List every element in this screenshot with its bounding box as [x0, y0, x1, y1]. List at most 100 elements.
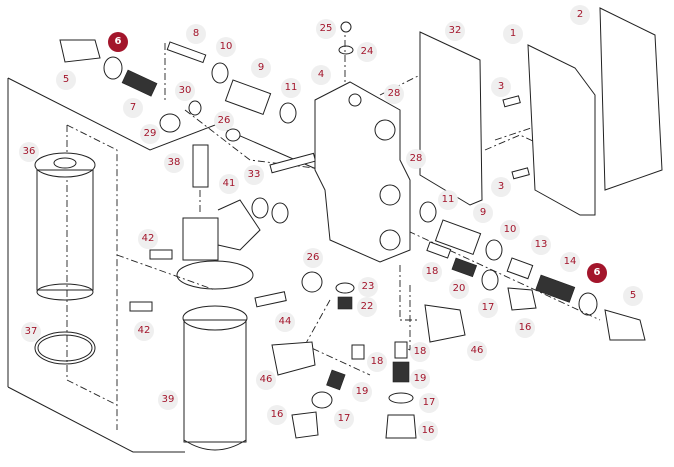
- block-port-d: [348, 93, 362, 107]
- bowl-bottom: [183, 439, 247, 451]
- part-label-18[interactable]: 18: [410, 342, 430, 362]
- part-label-46[interactable]: 46: [256, 370, 276, 390]
- part-label-29[interactable]: 29: [140, 124, 160, 144]
- assembly-outline: [7, 77, 331, 176]
- spring-19a: [326, 369, 346, 391]
- plug-26a: [225, 128, 241, 142]
- bowl-body: [183, 319, 247, 443]
- part-label-16[interactable]: 16: [515, 318, 535, 338]
- part-label-28[interactable]: 28: [406, 149, 426, 169]
- part-label-2[interactable]: 2: [570, 5, 590, 25]
- part-label-17[interactable]: 17: [419, 393, 439, 413]
- screw-3a: [502, 95, 521, 108]
- seat-13: [506, 257, 534, 280]
- filter-head-port: [217, 199, 261, 251]
- part-label-6[interactable]: 6: [587, 263, 607, 283]
- part-label-5[interactable]: 5: [623, 286, 643, 306]
- part-label-10[interactable]: 10: [500, 220, 520, 240]
- part-label-18[interactable]: 18: [422, 262, 442, 282]
- filter-head: [182, 217, 219, 261]
- oring-11b: [419, 201, 437, 223]
- part-label-32[interactable]: 32: [445, 21, 465, 41]
- part-label-11[interactable]: 11: [438, 190, 458, 210]
- leader-lower-b: [399, 285, 411, 351]
- fitting-46a: [424, 304, 466, 343]
- part-label-24[interactable]: 24: [357, 42, 377, 62]
- part-label-19[interactable]: 19: [410, 369, 430, 389]
- part-label-28[interactable]: 28: [384, 84, 404, 104]
- oring-17c: [388, 392, 414, 404]
- part-label-3[interactable]: 3: [491, 177, 511, 197]
- leader-lower-a: [399, 265, 420, 321]
- poppet-18a: [426, 241, 452, 259]
- spool-8: [166, 41, 207, 64]
- part-label-46[interactable]: 46: [467, 341, 487, 361]
- part-label-14[interactable]: 14: [560, 252, 580, 272]
- filter-bottom: [36, 283, 94, 301]
- part-label-6[interactable]: 6: [108, 32, 128, 52]
- poppet-18c: [394, 341, 408, 359]
- washer-24: [338, 45, 354, 55]
- part-label-7[interactable]: 7: [123, 98, 143, 118]
- part-label-26[interactable]: 26: [303, 248, 323, 268]
- spring-19b: [392, 361, 410, 383]
- insert-22: [337, 296, 353, 310]
- part-label-8[interactable]: 8: [186, 24, 206, 44]
- plug-16c: [385, 414, 417, 439]
- part-label-39[interactable]: 39: [158, 390, 178, 410]
- poppet-18b: [351, 344, 365, 360]
- part-label-20[interactable]: 20: [449, 279, 469, 299]
- part-label-23[interactable]: 23: [358, 277, 378, 297]
- part-label-4[interactable]: 4: [311, 65, 331, 85]
- part-label-17[interactable]: 17: [478, 298, 498, 318]
- valve-block: [314, 81, 411, 263]
- leader-bowl: [116, 254, 216, 291]
- oring-41b: [271, 202, 289, 224]
- part-label-9[interactable]: 9: [251, 58, 271, 78]
- part-label-5[interactable]: 5: [56, 70, 76, 90]
- part-label-42[interactable]: 42: [134, 321, 154, 341]
- bowl-top: [182, 305, 248, 331]
- filter-cap-hole: [53, 157, 77, 169]
- bolt-33: [269, 152, 317, 174]
- part-label-26[interactable]: 26: [214, 111, 234, 131]
- part-label-36[interactable]: 36: [19, 142, 39, 162]
- part-label-42[interactable]: 42: [138, 229, 158, 249]
- part-label-41[interactable]: 41: [219, 174, 239, 194]
- plug-16a: [507, 287, 537, 311]
- block-port-c: [379, 229, 401, 251]
- screen-7: [121, 69, 158, 97]
- part-label-33[interactable]: 33: [244, 165, 264, 185]
- part-label-22[interactable]: 22: [357, 297, 377, 317]
- part-label-44[interactable]: 44: [275, 312, 295, 332]
- filter-cap: [34, 152, 96, 178]
- part-label-9[interactable]: 9: [473, 203, 493, 223]
- part-label-16[interactable]: 16: [267, 405, 287, 425]
- gasket-2: [599, 7, 663, 191]
- oring-37-inner: [37, 334, 93, 362]
- part-label-1[interactable]: 1: [503, 24, 523, 44]
- oring-6b: [578, 292, 598, 316]
- part-label-13[interactable]: 13: [531, 235, 551, 255]
- part-label-11[interactable]: 11: [281, 78, 301, 98]
- part-label-30[interactable]: 30: [175, 81, 195, 101]
- part-label-25[interactable]: 25: [316, 19, 336, 39]
- part-label-18[interactable]: 18: [367, 352, 387, 372]
- part-label-19[interactable]: 19: [352, 382, 372, 402]
- sensor-38: [192, 144, 209, 188]
- part-label-3[interactable]: 3: [491, 77, 511, 97]
- leader-filter-top: [66, 124, 118, 430]
- part-label-17[interactable]: 17: [334, 409, 354, 429]
- part-label-37[interactable]: 37: [21, 322, 41, 342]
- plug-16b: [291, 411, 319, 439]
- fitting-46b: [271, 341, 316, 376]
- part-label-16[interactable]: 16: [418, 421, 438, 441]
- cartridge-9a: [224, 79, 272, 115]
- spring-20: [451, 257, 478, 278]
- part-label-10[interactable]: 10: [216, 37, 236, 57]
- oring-30: [188, 100, 202, 116]
- block-port-b: [379, 184, 401, 206]
- part-label-38[interactable]: 38: [164, 153, 184, 173]
- leader-filter-axis: [66, 125, 118, 406]
